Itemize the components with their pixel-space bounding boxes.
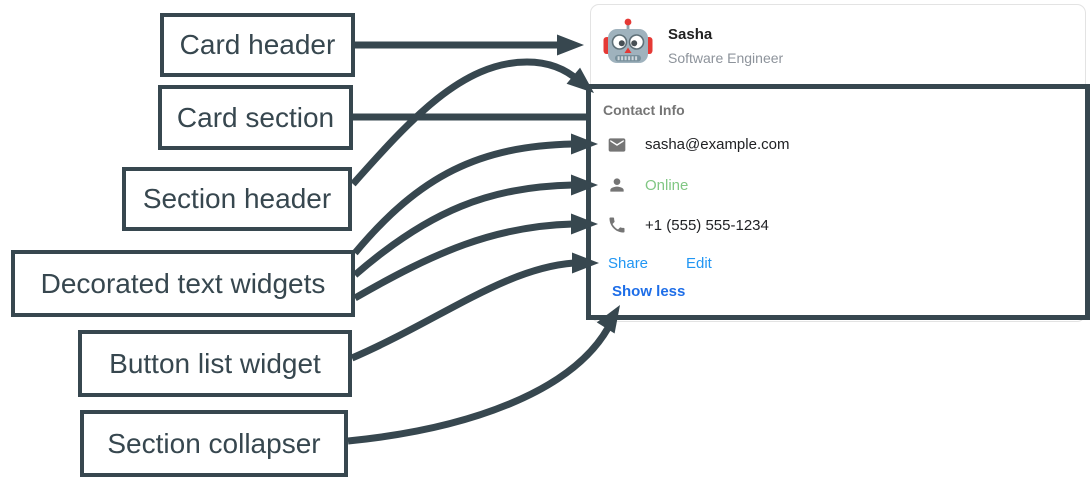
arrow-button-list	[350, 252, 599, 362]
annotation-label: Section header	[142, 183, 332, 214]
arrow-decorated-text-phone	[353, 213, 598, 302]
annotation-label: Section collapser	[107, 427, 321, 459]
profile-subtitle: Software Engineer	[668, 50, 784, 66]
arrow-decorated-text-status	[352, 174, 598, 278]
phone-icon	[609, 217, 625, 233]
contact-row-status: Online	[645, 177, 689, 194]
annotation-section-collapser: Section collapser	[80, 410, 348, 477]
edit-button[interactable]: Edit	[686, 255, 712, 272]
annotation-decorated-text-widgets: Decorated text widgets	[11, 250, 355, 317]
section-header: Contact Info	[603, 102, 685, 118]
contact-row-phone: +1 (555) 555-1234	[645, 217, 769, 234]
arrow-section-collapser	[347, 305, 620, 445]
arrow-decorated-text-email	[352, 133, 598, 256]
card-section	[586, 84, 1090, 320]
arrow-section-header	[350, 58, 594, 187]
annotation-label: Button list widget	[109, 347, 321, 379]
arrow-card-header	[355, 34, 584, 56]
annotation-card-section: Card section	[158, 85, 353, 150]
annotation-button-list-widget: Button list widget	[78, 330, 352, 397]
annotation-section-header: Section header	[122, 167, 352, 231]
section-collapser-button[interactable]: Show less	[612, 283, 686, 300]
annotation-card-header: Card header	[160, 13, 355, 77]
mail-icon	[608, 138, 626, 152]
annotation-label: Card header	[179, 29, 336, 60]
annotation-label: Card section	[176, 101, 335, 133]
robot-avatar-icon	[603, 18, 653, 63]
contact-row-email: sasha@example.com	[645, 136, 790, 153]
share-button[interactable]: Share	[608, 255, 649, 272]
annotation-label: Decorated text widgets	[40, 267, 326, 299]
profile-name: Sasha	[668, 26, 713, 43]
person-icon	[610, 178, 624, 192]
